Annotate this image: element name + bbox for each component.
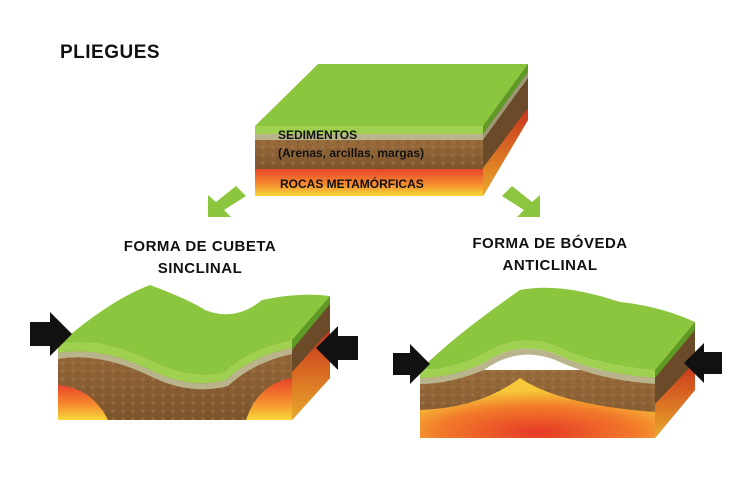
sediments-label: SEDIMENTOS	[278, 128, 358, 142]
syncline-rock-left	[58, 385, 108, 420]
anticline-caption-line2: ANTICLINAL	[502, 257, 598, 274]
syncline-block	[58, 285, 330, 420]
page-title: PLIEGUES	[60, 42, 161, 63]
block-sediment-band	[255, 134, 483, 140]
syncline-top-surface	[58, 285, 330, 375]
syncline-caption-line1: FORMA DE CUBETA	[123, 238, 277, 255]
anticline-caption: FORMA DE BÓVEDA ANTICLINAL	[450, 233, 650, 277]
block-grass-layer	[255, 126, 483, 134]
metamorphic-label: ROCAS METAMÓRFICAS	[280, 177, 424, 191]
compression-arrow-right-icon-2	[684, 343, 722, 383]
flat-layer-block	[255, 64, 528, 196]
anticline-block	[420, 287, 695, 438]
syncline-caption-line2: SINCLINAL	[157, 260, 243, 277]
compression-arrow-right-icon	[316, 326, 358, 370]
compression-arrow-left-icon-2	[393, 344, 430, 384]
syncline-caption: FORMA DE CUBETA SINCLINAL	[100, 236, 300, 280]
anticline-rock-core	[420, 378, 655, 438]
arrow-right-down-icon	[502, 186, 540, 217]
anticline-caption-line1: FORMA DE BÓVEDA	[472, 235, 628, 252]
syncline-rock-right	[246, 378, 292, 420]
anticline-top-surface	[420, 287, 695, 370]
arrow-left-down-icon	[208, 186, 246, 217]
compression-arrow-left-icon	[30, 312, 72, 356]
block-metamorphic-layer	[255, 169, 483, 196]
block-top-surface	[255, 64, 528, 126]
sediments-detail: (Arenas, arcillas, margas)	[278, 146, 425, 160]
